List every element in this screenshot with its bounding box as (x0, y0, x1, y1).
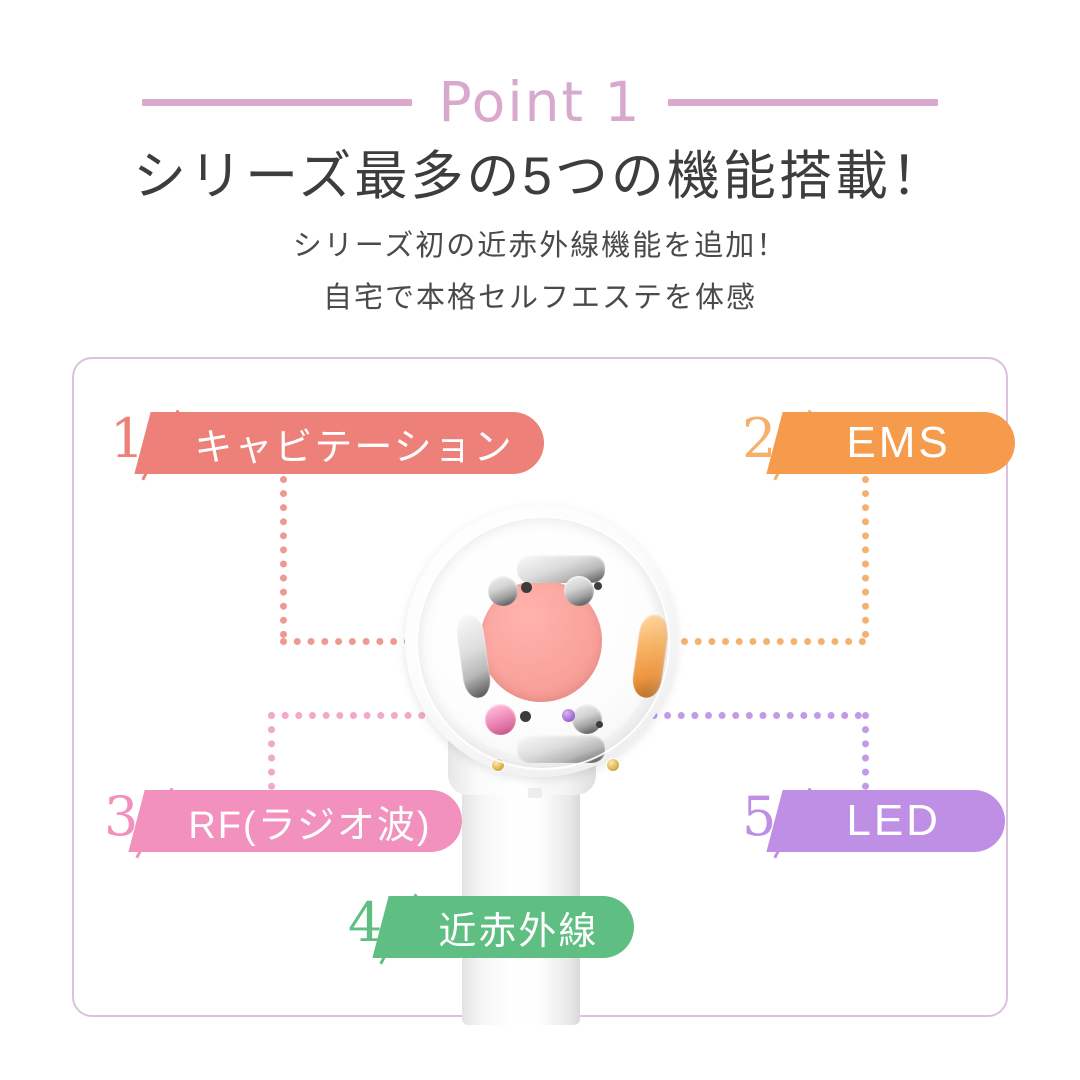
device-sensor-dot-d (596, 721, 603, 728)
device-screw-left (491, 758, 505, 772)
device-sensor-dot-b (594, 582, 602, 590)
feature-tag-2: 2 EMS (742, 407, 1015, 481)
device-center-pad (480, 580, 602, 702)
device-knob-bottom-left-rf (485, 704, 516, 735)
feature-number-1: 1 (110, 407, 145, 470)
device-knob-top-right (564, 576, 594, 606)
point-label: Point 1 (438, 69, 642, 134)
point-rule-right (667, 98, 938, 106)
page-title: シリーズ最多の5つの機能搭載！ (133, 147, 947, 206)
subtitle-line-1: シリーズ初の近赤外線機能を追加！ (292, 230, 788, 262)
header: Point 1 シリーズ最多の5つの機能搭載！ シリーズ初の近赤外線機能を追加！… (0, 0, 1080, 340)
device-electrode-bottom (517, 735, 605, 763)
point-badge-row: Point 1 (0, 62, 1080, 142)
feature-tag-1: 1 キャビテーション (110, 407, 544, 481)
feature-tag-4: 4 近赤外線 (348, 891, 635, 965)
feature-number-3: 3 (104, 785, 139, 848)
device-screw-right (606, 758, 620, 772)
device-electrode-top (517, 555, 605, 583)
device-knob-top-left (488, 576, 518, 606)
connector-line-5-vertical (862, 712, 869, 804)
feature-tag-3: 3 RF(ラジオ波) (104, 785, 462, 859)
device-knob-bottom-right-led (572, 704, 602, 734)
device-led-indicator (562, 709, 575, 722)
device-neck-seam (528, 788, 542, 798)
connector-line-3-vertical (268, 712, 275, 804)
connector-line-1-vertical (280, 476, 287, 638)
beauty-device-illustration (400, 505, 680, 1025)
feature-number-2: 2 (742, 407, 777, 470)
point-rule-left (142, 98, 413, 106)
feature-pill-4: 近赤外線 (402, 896, 635, 958)
feature-number-5: 5 (742, 785, 777, 848)
device-faceplate (424, 524, 671, 772)
device-electrode-right-ems (630, 612, 671, 700)
feature-pill-3: RF(ラジオ波) (158, 790, 462, 852)
feature-tag-5: 5 LED (742, 785, 1005, 859)
connector-line-2-vertical (862, 476, 869, 638)
feature-pill-5: LED (796, 790, 1005, 852)
feature-number-4: 4 (348, 891, 383, 954)
device-sensor-dot-a (521, 582, 532, 593)
feature-pill-2: EMS (796, 412, 1015, 474)
connector-line-3-horizontal (268, 712, 480, 719)
subtitle-line-2: 自宅で本格セルフエステを体感 (322, 282, 757, 314)
connector-line-2-horizontal (640, 638, 866, 645)
device-head (405, 505, 677, 777)
feature-pill-1: キャビテーション (164, 412, 544, 474)
device-sensor-dot-c (520, 711, 531, 722)
connector-line-5-horizontal (596, 712, 862, 719)
device-electrode-left (454, 612, 493, 700)
